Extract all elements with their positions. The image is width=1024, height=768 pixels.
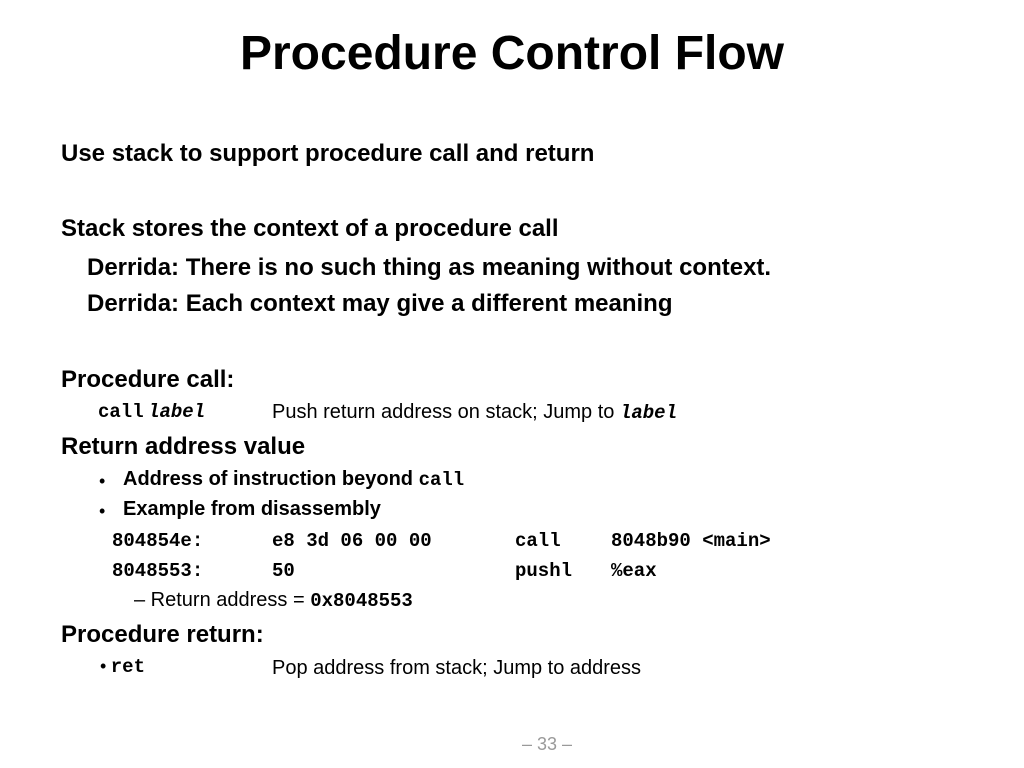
disasm-2-opcode: pushl [515, 560, 573, 582]
bullet-icon: • [99, 501, 106, 521]
disasm-2-operand: %eax [611, 560, 657, 582]
disasm-2-bytes: 50 [272, 560, 295, 582]
return-note-text: – Return address = [134, 589, 305, 611]
bullet-icon: • [100, 656, 107, 676]
disasm-1-address: 804854e: [112, 530, 204, 552]
disasm-2-address: 8048553: [112, 560, 204, 582]
return-note-code: 0x8048553 [310, 590, 413, 612]
call-syntax: call label [98, 401, 205, 423]
bullet-icon: • [99, 471, 106, 491]
call-keyword: call [98, 401, 144, 423]
return-address-note: – Return address = 0x8048553 [134, 589, 413, 612]
ret-description: Pop address from stack; Jump to address [272, 657, 642, 679]
heading-return-address: Return address value [61, 433, 306, 460]
line-use-stack: Use stack to support procedure call and … [61, 140, 595, 167]
ret-syntax: • ret [100, 656, 145, 678]
bullet-example-disassembly: Example from disassembly [123, 498, 381, 520]
heading-procedure-call: Procedure call: [61, 366, 235, 393]
call-label: label [148, 401, 206, 423]
call-desc-text: Push return address on stack; Jump to [272, 401, 615, 423]
ret-keyword: ret [110, 656, 145, 678]
line-derrida-1: Derrida: There is no such thing as meani… [87, 254, 772, 281]
disasm-1-bytes: e8 3d 06 00 00 [272, 530, 432, 552]
page-number: – 33 – [521, 734, 573, 754]
bullet-address-code: call [418, 469, 465, 491]
call-description: Push return address on stack; Jump to la… [272, 401, 677, 424]
disasm-1-opcode: call [515, 530, 561, 552]
disasm-1-operand: 8048b90 <main> [611, 530, 771, 552]
slide-title: Procedure Control Flow [239, 27, 785, 80]
call-desc-label: label [619, 402, 677, 424]
bullet-address-text: Address of instruction beyond [123, 468, 414, 490]
heading-procedure-return: Procedure return: [61, 621, 264, 648]
line-stack-context: Stack stores the context of a procedure … [61, 215, 559, 242]
bullet-address-beyond: Address of instruction beyond call [123, 468, 464, 491]
line-derrida-2: Derrida: Each context may give a differe… [87, 290, 673, 317]
